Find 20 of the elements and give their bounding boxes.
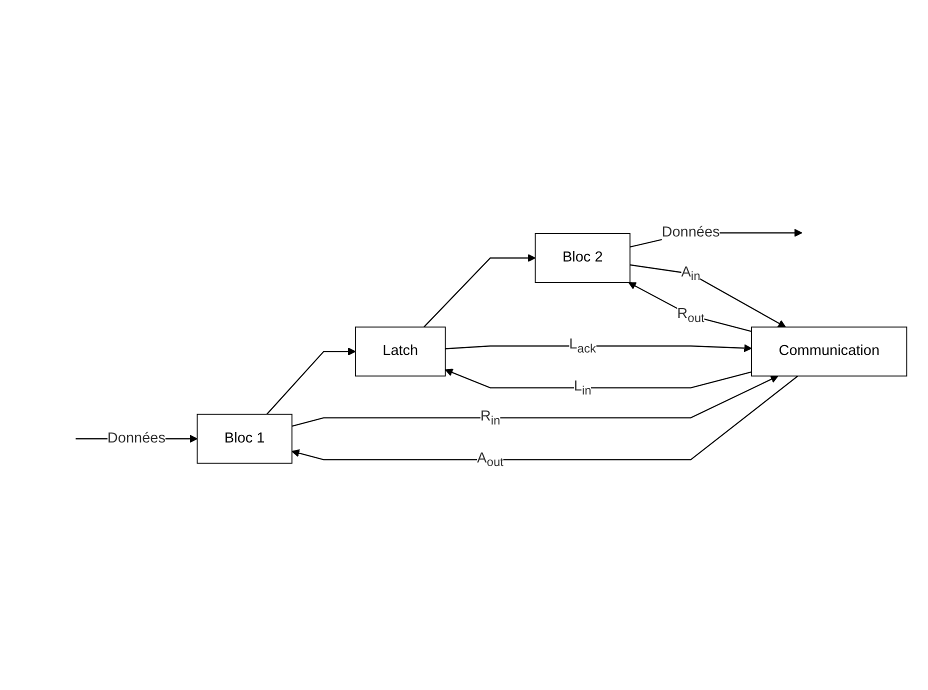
- edge-label: L$_{ack}$: [569, 336, 596, 355]
- arrow: [292, 375, 798, 460]
- edge-label: A$_{out}$: [477, 450, 504, 468]
- node-box: Latch: [354, 326, 446, 376]
- arrow: [628, 282, 752, 332]
- edge-label: R$_{out}$: [677, 306, 704, 324]
- arrow: [444, 368, 752, 388]
- arrow: [630, 264, 786, 327]
- arrow: [445, 344, 752, 352]
- edge-label: R$_{in}$: [480, 408, 500, 427]
- node-box: Bloc 1: [196, 413, 292, 464]
- node-box: Bloc 2: [534, 232, 630, 282]
- edge-label: L$_{in}$: [574, 378, 592, 397]
- arrow: [266, 347, 356, 414]
- edge-label: A$_{in}$: [681, 264, 700, 282]
- edge-label: Données: [107, 430, 166, 446]
- arrow: [423, 254, 536, 328]
- node-box: Communication: [751, 326, 908, 376]
- edge-label: Données: [662, 224, 720, 240]
- arrow: [292, 375, 778, 426]
